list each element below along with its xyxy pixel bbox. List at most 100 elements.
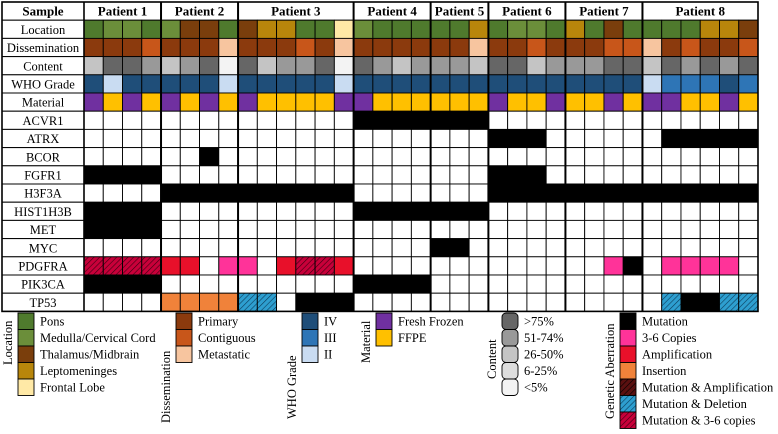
heatmap-cell <box>333 183 355 203</box>
heatmap-cell <box>430 165 451 185</box>
legend-label: Contiguous <box>198 331 256 345</box>
heatmap-cell <box>526 238 547 258</box>
heatmap-cell <box>218 56 239 76</box>
heatmap-cell <box>391 147 412 167</box>
heatmap-cell <box>391 256 412 276</box>
heatmap-cell <box>314 165 335 185</box>
row-label: FGFR1 <box>24 169 62 183</box>
heatmap-cell <box>584 274 605 294</box>
legend-label: Mutation & Amplification <box>642 381 774 395</box>
heatmap-cell <box>699 201 720 221</box>
heatmap-cell <box>507 219 528 240</box>
heatmap-cell <box>430 110 451 130</box>
patient-header-label: Patient 2 <box>175 4 224 19</box>
heatmap-cell <box>430 56 451 76</box>
heatmap-cell <box>102 274 123 294</box>
legend-label: Fresh Frozen <box>398 315 464 329</box>
heatmap-cell <box>545 128 566 149</box>
heatmap-cell <box>699 110 720 130</box>
heatmap-cell <box>391 183 412 203</box>
heatmap-cell <box>738 274 759 294</box>
heatmap-cell <box>295 165 316 185</box>
heatmap-cell <box>218 128 239 149</box>
legend-label: IV <box>324 315 337 329</box>
heatmap-cell <box>430 37 451 58</box>
heatmap-cell <box>314 37 335 58</box>
heatmap-cell <box>237 183 258 203</box>
legend-label: 26-50% <box>524 348 564 362</box>
legend-swatch <box>17 362 35 380</box>
heatmap-cell <box>642 147 663 167</box>
heatmap-cell <box>545 165 566 185</box>
heatmap-cell <box>564 37 586 58</box>
heatmap-cell <box>353 92 374 112</box>
heatmap-cell <box>333 274 355 294</box>
heatmap-cell <box>584 201 605 221</box>
heatmap-cell <box>661 110 682 130</box>
legend-swatch <box>301 312 319 330</box>
patient-header-label: Patient 7 <box>579 4 629 19</box>
heatmap-cell <box>353 256 374 276</box>
heatmap-cell <box>141 201 162 221</box>
heatmap-cell <box>410 110 432 130</box>
heatmap-cell <box>179 74 200 94</box>
heatmap-cell <box>526 128 547 149</box>
heatmap-cell <box>584 147 605 167</box>
legend-label: Mutation & Deletion <box>642 397 748 411</box>
heatmap-cell <box>680 274 701 294</box>
heatmap-cell <box>122 201 143 221</box>
heatmap-cell <box>102 292 123 312</box>
heatmap-cell <box>642 128 663 149</box>
heatmap-cell <box>237 147 258 167</box>
heatmap-cell <box>564 201 586 221</box>
heatmap-cell <box>199 165 220 185</box>
heatmap-cell <box>160 219 181 240</box>
heatmap-cell <box>353 110 374 130</box>
heatmap-cell <box>122 37 143 58</box>
heatmap-cell <box>141 256 162 276</box>
heatmap-cell <box>622 74 643 94</box>
heatmap-cell <box>237 92 258 112</box>
heatmap-cell <box>256 92 278 112</box>
heatmap-cell <box>391 37 412 58</box>
heatmap-cell <box>256 19 278 39</box>
heatmap-cell <box>391 74 412 94</box>
patient-header-label: Patient 4 <box>367 4 417 19</box>
heatmap-cell <box>564 238 586 258</box>
heatmap-cell <box>199 256 220 276</box>
legend-swatch <box>619 411 637 429</box>
heatmap-cell <box>276 238 297 258</box>
heatmap-cell <box>603 110 624 130</box>
heatmap-cell <box>738 19 759 39</box>
heatmap-cell <box>410 165 432 185</box>
heatmap-cell <box>410 19 432 39</box>
heatmap-cell <box>256 256 278 276</box>
heatmap-cell <box>333 37 355 58</box>
heatmap-cell <box>661 201 682 221</box>
row-label: Dissemination <box>7 41 80 55</box>
heatmap-cell <box>141 292 162 312</box>
heatmap-cell <box>507 256 528 276</box>
heatmap-cell <box>719 219 740 240</box>
heatmap-cell <box>372 110 393 130</box>
heatmap-cell <box>680 147 701 167</box>
heatmap-cell <box>719 238 740 258</box>
heatmap-cell <box>237 238 258 258</box>
heatmap-cell <box>314 201 335 221</box>
heatmap-cell <box>372 128 393 149</box>
row-label: Location <box>21 23 66 37</box>
heatmap-cell <box>680 165 701 185</box>
heatmap-cell <box>526 292 547 312</box>
legend-swatch <box>501 362 519 380</box>
legend-label: Pons <box>40 315 64 329</box>
heatmap-cell <box>699 292 720 312</box>
heatmap-cell <box>545 219 566 240</box>
heatmap-cell <box>295 256 316 276</box>
heatmap-cell <box>487 74 509 94</box>
heatmap-cell <box>661 183 682 203</box>
heatmap-cell <box>410 56 432 76</box>
heatmap-cell <box>622 238 643 258</box>
heatmap-cell <box>372 165 393 185</box>
heatmap-cell <box>584 292 605 312</box>
